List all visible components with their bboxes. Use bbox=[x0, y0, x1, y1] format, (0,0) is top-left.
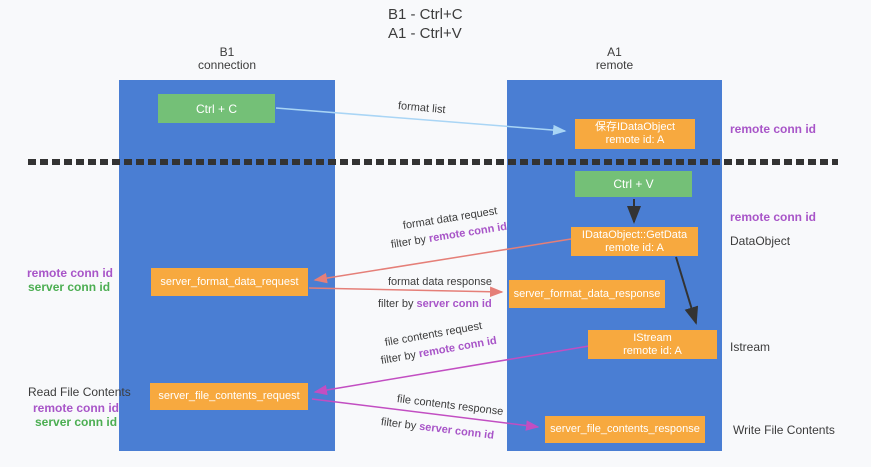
edge-label-file-contents-response: file contents response bbox=[396, 393, 504, 418]
column-b1-name: B1 bbox=[219, 45, 235, 59]
node-format-request-label: server_format_data_request bbox=[160, 275, 299, 288]
edge-label-filter-server-1: filter by server conn id bbox=[378, 298, 492, 310]
label-remote-conn-id-top-right: remote conn id bbox=[730, 122, 817, 136]
label-remote-conn-id-mid-right: remote conn id bbox=[730, 210, 817, 224]
title-line-1: B1 - Ctrl+C bbox=[388, 6, 463, 23]
boundary-dashed-line bbox=[28, 159, 838, 165]
node-save-idataobject-line2: remote id: A bbox=[605, 134, 665, 146]
server-conn-id-text: server conn id bbox=[416, 298, 492, 310]
node-istream-line1: IStream bbox=[633, 331, 672, 344]
edge-label-format-data-response: format data response bbox=[388, 276, 492, 288]
format-data-response-arrow bbox=[308, 286, 504, 298]
node-server-file-contents-response: server_file_contents_response bbox=[545, 416, 705, 443]
node-file-response-label: server_file_contents_response bbox=[550, 423, 700, 435]
node-save-idataobject: 保存IDataObject remote id: A bbox=[575, 119, 695, 149]
node-server-file-contents-request: server_file_contents_request bbox=[150, 383, 308, 410]
label-read-file-contents: Read File Contents bbox=[28, 385, 131, 399]
column-b1-role: connection bbox=[197, 58, 257, 72]
column-a1-role: remote bbox=[595, 58, 634, 72]
filter-by-text: filter by bbox=[379, 348, 420, 367]
node-idataobject-getdata: IDataObject::GetData remote id: A bbox=[571, 227, 698, 256]
node-istream: IStream remote id: A bbox=[588, 330, 717, 359]
column-header-a1: A1 remote bbox=[507, 46, 722, 72]
node-ctrl-c: Ctrl + C bbox=[158, 94, 275, 123]
node-istream-line2: remote id: A bbox=[623, 344, 682, 357]
node-ctrl-v-label: Ctrl + V bbox=[613, 177, 654, 191]
column-header-b1: B1 connection bbox=[119, 46, 335, 72]
server-conn-id-text: server conn id bbox=[418, 420, 495, 442]
node-getdata-line2: remote id: A bbox=[605, 241, 664, 254]
label-istream: Istream bbox=[730, 340, 771, 354]
label-dataobject: DataObject bbox=[730, 234, 791, 248]
diagram-title: B1 - Ctrl+C A1 - Ctrl+V bbox=[388, 5, 463, 43]
column-a1-name: A1 bbox=[607, 45, 622, 59]
edge-label-filter-server-2: filter by server conn id bbox=[380, 416, 494, 442]
node-save-idataobject-line1: 保存IDataObject bbox=[594, 121, 676, 133]
label-server-conn-id-bottom-left: server conn id bbox=[35, 415, 118, 429]
label-write-file-contents: Write File Contents bbox=[733, 423, 835, 437]
filter-by-text: filter by bbox=[380, 416, 420, 433]
label-remote-conn-id-left: remote conn id bbox=[27, 266, 114, 280]
node-format-response-label: server_format_data_response bbox=[513, 287, 661, 300]
node-ctrl-c-label: Ctrl + C bbox=[195, 101, 237, 116]
node-file-request-label: server_file_contents_request bbox=[158, 390, 300, 402]
title-line-2: A1 - Ctrl+V bbox=[388, 25, 462, 42]
label-server-conn-id-left: server conn id bbox=[28, 280, 111, 294]
edge-label-format-list: format list bbox=[397, 100, 447, 117]
filter-by-text: filter by bbox=[378, 298, 417, 310]
filter-by-text: filter by bbox=[390, 233, 430, 251]
node-getdata-line1: IDataObject::GetData bbox=[581, 228, 688, 241]
node-ctrl-v: Ctrl + V bbox=[575, 171, 692, 197]
label-remote-conn-id-bottom-left: remote conn id bbox=[33, 401, 120, 415]
node-server-format-data-response: server_format_data_response bbox=[509, 280, 665, 308]
node-server-format-data-request: server_format_data_request bbox=[151, 268, 308, 296]
